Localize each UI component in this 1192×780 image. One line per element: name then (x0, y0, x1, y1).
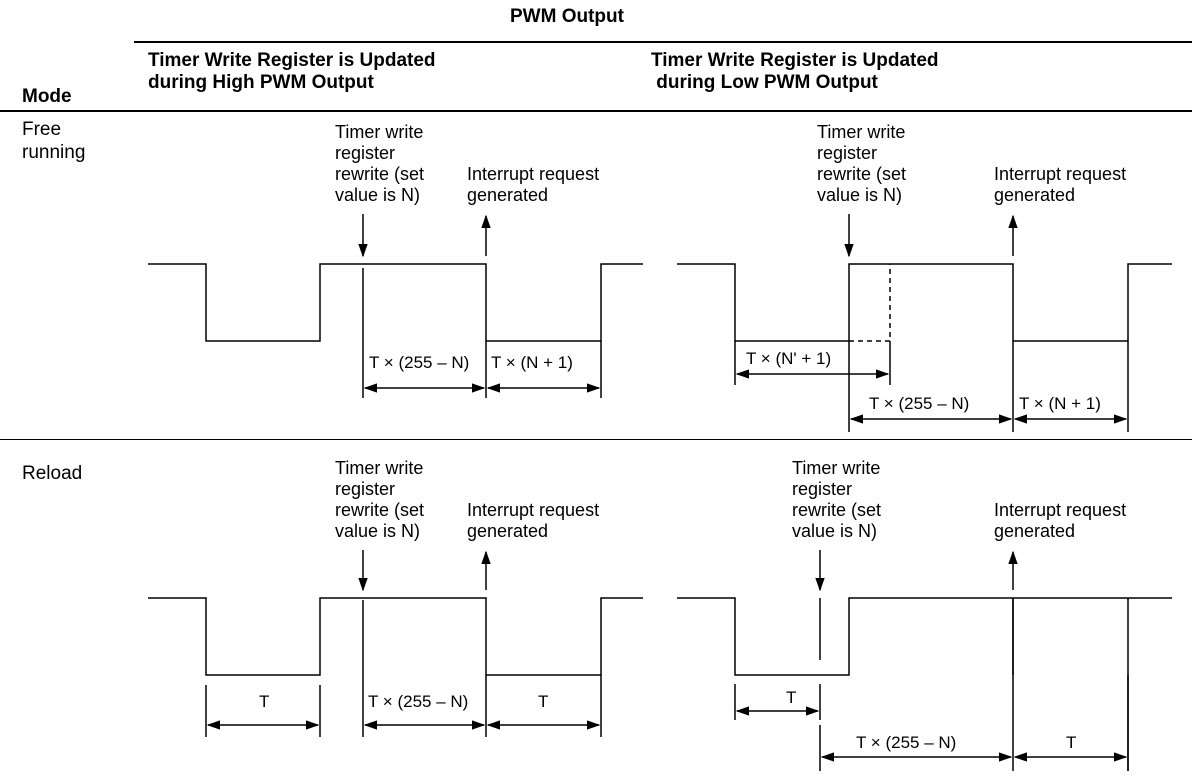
pwm-waveform (148, 597, 643, 676)
mode-column-heading: Mode (22, 86, 72, 107)
rewrite-annotation: Timer write register rewrite (set value … (335, 122, 425, 205)
column-heading-low-pwm: Timer Write Register is Updated during L… (651, 50, 939, 93)
header-bottom-rule (0, 110, 1192, 112)
interval-label: T × (N + 1) (491, 353, 573, 372)
column-heading-high-pwm: Timer Write Register is Updated during H… (148, 50, 436, 93)
pwm-waveform (148, 263, 643, 342)
header-divider (134, 41, 1192, 43)
mode-reload-label: Reload (22, 463, 83, 484)
interval-label: T (538, 692, 549, 711)
interrupt-annotation: Interrupt request generated (467, 500, 600, 541)
pwm-waveform (677, 263, 1172, 342)
interval-label: T (259, 692, 270, 711)
rewrite-annotation: Timer write register rewrite (set value … (335, 458, 425, 541)
interval-label: T × (255 – N) (368, 692, 469, 711)
mode-free-running-label: Free running (22, 119, 86, 163)
interval-label: T × (N' + 1) (746, 349, 832, 368)
interval-label: T × (N + 1) (1019, 394, 1101, 413)
interval-label: T × (255 – N) (856, 733, 957, 752)
pwm-output-heading: PWM Output (510, 6, 624, 27)
interval-label: T (1066, 733, 1077, 752)
row-divider (0, 439, 1192, 440)
interrupt-annotation: Interrupt request generated (994, 164, 1127, 205)
interval-label: T × (255 – N) (869, 394, 970, 413)
rewrite-annotation: Timer write register rewrite (set value … (792, 458, 882, 541)
rewrite-annotation: Timer write register rewrite (set value … (817, 122, 907, 205)
interrupt-annotation: Interrupt request generated (994, 500, 1127, 541)
dashed-original-edge (849, 264, 891, 342)
interval-label: T (786, 688, 797, 707)
interval-label: T × (255 – N) (369, 353, 470, 372)
pwm-waveform (677, 597, 1172, 676)
interrupt-annotation: Interrupt request generated (467, 164, 600, 205)
